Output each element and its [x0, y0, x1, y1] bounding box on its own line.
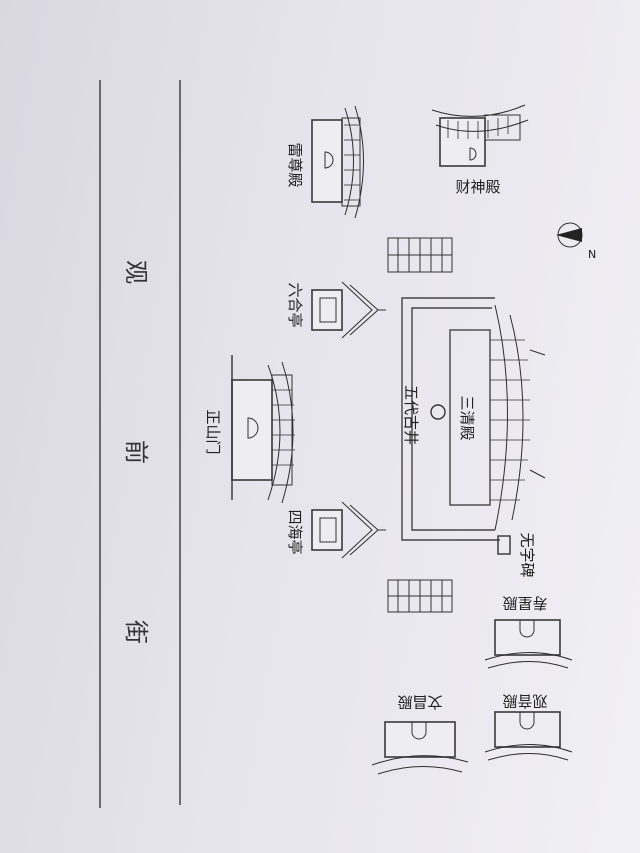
- shouxing-hall: [484, 619, 573, 669]
- stairs-north: [387, 237, 453, 273]
- label-wenchang: 文昌殿: [397, 693, 442, 711]
- label-shouxing: 寿星殿: [502, 594, 547, 612]
- caishen-hall: [431, 104, 529, 167]
- shanmen-gate: [231, 355, 295, 504]
- label-sihai: 四海亭: [286, 509, 304, 554]
- label-caishen: 财神殿: [455, 178, 500, 196]
- sanqing-courtyard: [401, 297, 500, 541]
- liuhe-pavilion: [311, 281, 386, 339]
- label-leizun: 雷尊殿: [286, 142, 304, 187]
- wuzi-stele: [497, 535, 511, 555]
- label-shanmen: 正山门: [204, 409, 222, 454]
- guanyin-hall: [484, 711, 573, 761]
- street-char-3: 街: [122, 620, 150, 644]
- leizun-hall: [311, 105, 364, 219]
- street-char-2: 前: [122, 440, 150, 464]
- label-well: 五代古井: [402, 385, 420, 445]
- sihai-pavilion: [311, 501, 386, 559]
- wenchang-hall: [371, 721, 469, 775]
- label-liuhe: 六合亭: [286, 282, 304, 327]
- north-label: N: [588, 248, 596, 261]
- stairs-south: [387, 579, 453, 613]
- label-sanqing: 三清殿: [458, 395, 476, 440]
- street-char-1: 观: [122, 260, 150, 284]
- label-wuzi: 无字碑: [518, 532, 536, 577]
- north-arrow-icon: [556, 222, 583, 248]
- sanqing-hall-roof: [490, 304, 546, 531]
- label-guanyin: 观音殿: [502, 692, 547, 710]
- ancient-well-icon: [430, 404, 446, 420]
